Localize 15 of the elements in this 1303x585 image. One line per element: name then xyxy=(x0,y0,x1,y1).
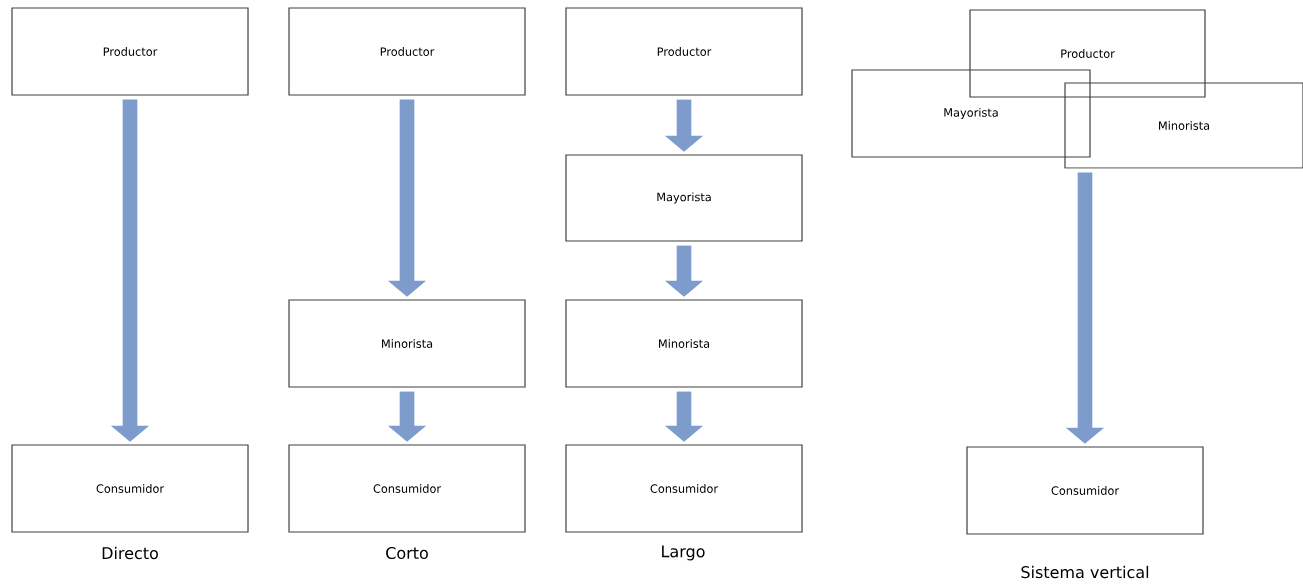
channel-box: Consumidor xyxy=(565,444,803,533)
channel-box: Productor xyxy=(969,9,1206,98)
channel-box: Productor xyxy=(288,7,526,96)
column-caption: Corto xyxy=(386,546,428,560)
channel-box: Minorista xyxy=(288,299,526,388)
channel-box: Mayorista xyxy=(851,69,1091,158)
channel-box: Consumidor xyxy=(966,446,1204,535)
channel-box: Productor xyxy=(11,7,249,96)
channel-box: Consumidor xyxy=(288,444,526,533)
channel-box: Mayorista xyxy=(565,154,803,242)
channel-box: Minorista xyxy=(1064,82,1303,169)
channel-box: Minorista xyxy=(565,299,803,388)
column-caption: Sistema vertical xyxy=(1021,565,1149,579)
channel-box: Productor xyxy=(565,7,803,96)
channel-box: Consumidor xyxy=(11,444,249,533)
